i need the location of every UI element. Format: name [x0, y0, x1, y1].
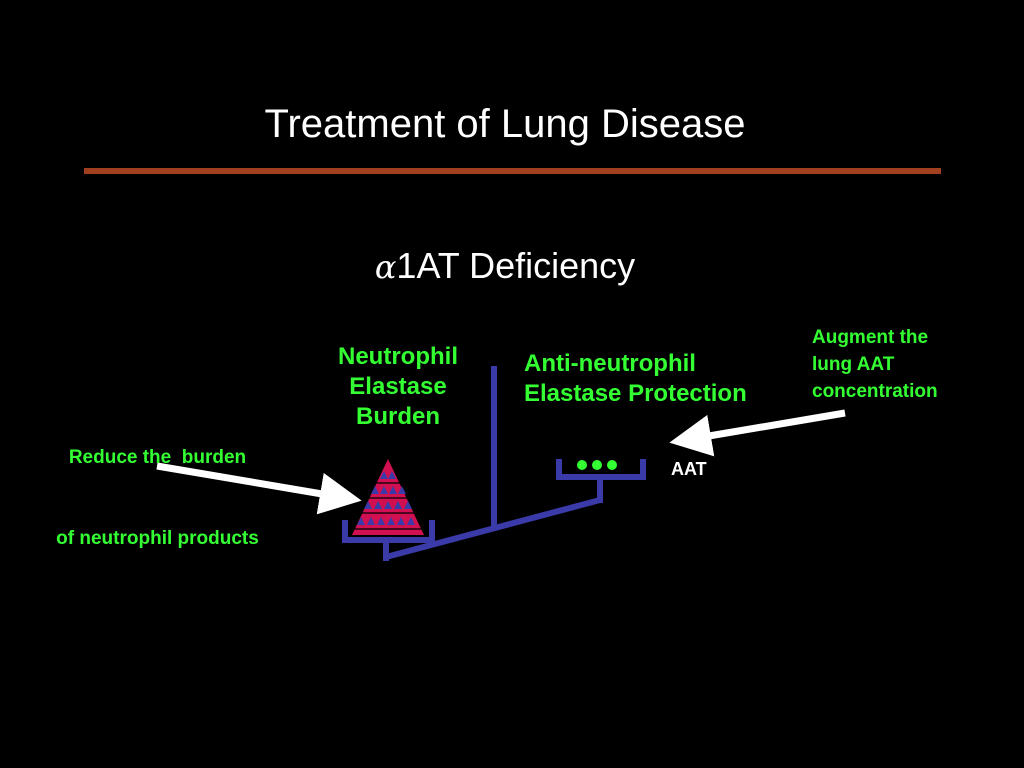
- aat-dot: [607, 460, 617, 470]
- burden-label-line: Burden: [356, 403, 440, 430]
- right-scale-pan: [556, 459, 646, 480]
- subtitle-text: 1AT Deficiency: [396, 245, 636, 286]
- aat-dot: [577, 460, 587, 470]
- augment-label: Augment the lung AAT concentration: [812, 324, 1012, 405]
- protection-label-line: Anti-neutrophil: [524, 350, 696, 377]
- augment-aat-arrow: [669, 409, 846, 457]
- reduce-label: Reduce the burden of neutrophil products: [20, 390, 295, 579]
- scale-beam: [385, 497, 601, 560]
- protection-label-line: Elastase Protection: [524, 380, 747, 407]
- burden-label: Neutrophil Elastase Burden: [318, 342, 478, 432]
- reduce-burden-arrow: [156, 462, 362, 515]
- burden-label-line: Elastase: [349, 373, 447, 400]
- aat-dot: [592, 460, 602, 470]
- alpha-symbol: α: [374, 248, 397, 286]
- reduce-label-line: of neutrophil products: [56, 528, 259, 549]
- left-scale-pan: [342, 520, 435, 543]
- slide-subtitle: α1AT Deficiency: [0, 242, 1010, 291]
- title-divider: [84, 168, 941, 174]
- augment-label-line: lung AAT: [812, 354, 895, 375]
- augment-label-line: Augment the: [812, 327, 929, 348]
- reduce-label-line: Reduce the burden: [68, 447, 247, 468]
- protection-label: Anti-neutrophil Elastase Protection: [524, 349, 794, 409]
- elastase-pyramid: [352, 459, 424, 535]
- slide-title: Treatment of Lung Disease: [264, 102, 746, 146]
- burden-label-line: Neutrophil: [338, 343, 458, 370]
- aat-label: AAT: [671, 459, 707, 479]
- augment-label-line: concentration: [812, 381, 938, 402]
